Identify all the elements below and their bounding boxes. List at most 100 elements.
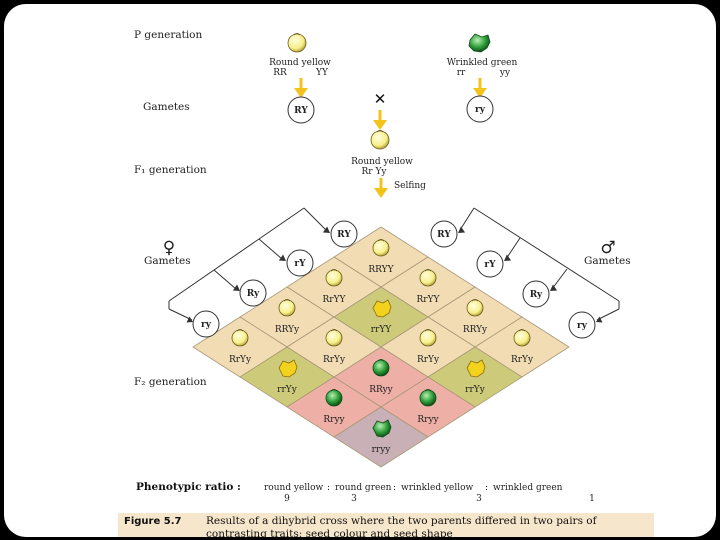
male-gametes: RY rY Ry ry	[430, 220, 596, 339]
round-yellow-seed-icon	[325, 269, 343, 287]
slide-card: P generation Gametes F₁ generation F₂ ge…	[4, 4, 716, 537]
round-yellow-seed-icon	[278, 299, 296, 317]
caption-line-1: Results of a dihybrid cross where the tw…	[206, 515, 597, 527]
figure-caption: Figure 5.7 Results of a dihybrid cross w…	[118, 513, 654, 537]
f1-generation-label: F₁ generation	[134, 164, 207, 176]
wrinkled-yellow-seed-icon	[372, 299, 392, 318]
arrow-icon	[294, 78, 308, 98]
round-green-seed-icon	[325, 389, 343, 407]
punnett-genotype: RrYy	[417, 355, 440, 365]
male-gametes-label: Gametes	[584, 255, 631, 267]
male-gamete: Ry	[522, 280, 550, 308]
punnett-cell: rryy	[333, 406, 429, 468]
punnett-genotype: RRyy	[369, 385, 393, 395]
ratio-value-round-green: 3	[351, 494, 357, 504]
ratio-value-wrinkled-yellow: 3	[476, 494, 482, 504]
wrinkled-yellow-seed-icon	[466, 359, 486, 378]
arrow-icon	[373, 110, 387, 130]
ratio-sep-2: :	[393, 483, 396, 493]
punnett-square: RRYYRrYYRRYyRrYyRrYYrrYYRrYyrrYyRRYyRrYy…	[192, 226, 570, 468]
punnett-genotype: rrYY	[371, 325, 393, 335]
f1-name: Round yellow	[351, 157, 413, 167]
gamete-RY-left: RY	[287, 96, 315, 124]
punnett-genotype: rrYy	[465, 385, 486, 395]
parent-left-genotype-b: YY	[315, 68, 329, 78]
parent-right-genotype-b: yy	[499, 68, 511, 78]
female-gamete: ry	[192, 310, 220, 338]
ratio-round-yellow: round yellow	[264, 483, 324, 493]
gamete-left-label: RY	[294, 106, 308, 116]
gametes-label: Gametes	[143, 101, 190, 113]
f1-round-yellow: Round yellow Rr Yy	[351, 130, 413, 177]
male-gamete: rY	[476, 250, 504, 278]
arrow-icon	[473, 78, 487, 98]
svg-text:Ry: Ry	[247, 289, 260, 299]
ratio-value-wrinkled-green: 1	[589, 494, 595, 504]
svg-text:ry: ry	[201, 320, 212, 330]
ratio-round-green: round green	[335, 483, 392, 493]
round-yellow-seed-icon	[419, 269, 437, 287]
svg-text:rY: rY	[294, 259, 306, 269]
round-green-seed-icon	[372, 359, 390, 377]
male-gamete: ry	[568, 311, 596, 339]
f1-genotype: Rr Yy	[362, 167, 388, 177]
round-green-seed-icon	[419, 389, 437, 407]
arrow-icon	[374, 178, 388, 198]
caption-line-2: contrasting traits: seed colour and seed…	[206, 528, 453, 537]
female-symbol-icon: ♀	[163, 238, 175, 258]
punnett-genotype: Rryy	[417, 415, 439, 425]
punnett-genotype: rrYy	[277, 385, 298, 395]
svg-text:Ry: Ry	[530, 290, 543, 300]
female-gamete: rY	[286, 249, 314, 277]
parent-left-genotype-a: RR	[273, 68, 287, 78]
ratio-sep-3: :	[485, 483, 488, 493]
female-gametes: RY rY Ry ry	[192, 220, 358, 338]
round-yellow-seed-icon	[287, 33, 307, 53]
p-generation-label: P generation	[134, 29, 202, 41]
round-yellow-seed-icon	[372, 239, 390, 257]
punnett-genotype: RRYY	[368, 265, 394, 275]
parent-right-genotype-a: rr	[457, 68, 466, 78]
punnett-genotype: RrYY	[323, 295, 347, 305]
svg-text:ry: ry	[577, 321, 588, 331]
punnett-genotype: RrYy	[323, 355, 346, 365]
round-yellow-seed-icon	[231, 329, 249, 347]
gamete-brackets	[168, 207, 620, 323]
ratio-sep-1: :	[327, 483, 330, 493]
parent-round-yellow: Round yellow RR YY	[269, 33, 331, 78]
parent-left-name: Round yellow	[269, 58, 331, 68]
male-gamete: RY	[430, 220, 458, 248]
figure-number: Figure 5.7	[124, 516, 182, 527]
female-gametes-label: Gametes	[144, 255, 191, 267]
gamete-ry-right: ry	[466, 95, 494, 123]
wrinkled-green-seed-icon	[372, 419, 392, 438]
round-yellow-seed-icon	[466, 299, 484, 317]
dihybrid-cross-diagram: P generation Gametes F₁ generation F₂ ge…	[134, 29, 631, 504]
wrinkled-yellow-seed-icon	[278, 359, 298, 378]
punnett-genotype: Rryy	[323, 415, 345, 425]
punnett-genotype: RRYy	[463, 325, 488, 335]
ratio-wrinkled-yellow: wrinkled yellow	[401, 483, 474, 493]
male-symbol-icon: ♂	[600, 238, 615, 258]
svg-text:RY: RY	[437, 230, 451, 240]
round-yellow-seed-icon	[419, 329, 437, 347]
punnett-genotype: RRYy	[275, 325, 300, 335]
ratio-value-round-yellow: 9	[284, 494, 290, 504]
gamete-right-label: ry	[475, 105, 486, 115]
female-gamete: RY	[330, 220, 358, 248]
selfing-label: Selfing	[394, 181, 426, 191]
wrinkled-green-seed-icon	[468, 33, 491, 53]
ratio-label: Phenotypic ratio :	[136, 481, 241, 493]
round-yellow-seed-icon	[325, 329, 343, 347]
f2-generation-label: F₂ generation	[134, 376, 207, 388]
cross-icon: ✕	[374, 90, 387, 108]
punnett-genotype: RrYy	[229, 355, 252, 365]
svg-text:RY: RY	[337, 230, 351, 240]
parent-right-name: Wrinkled green	[447, 58, 518, 68]
female-gamete: Ry	[239, 279, 267, 307]
ratio-wrinkled-green: wrinkled green	[493, 483, 563, 493]
round-yellow-seed-icon	[513, 329, 531, 347]
round-yellow-seed-icon	[370, 130, 390, 150]
punnett-genotype: RrYy	[511, 355, 534, 365]
phenotypic-ratio: Phenotypic ratio : round yellow : round …	[136, 481, 595, 504]
